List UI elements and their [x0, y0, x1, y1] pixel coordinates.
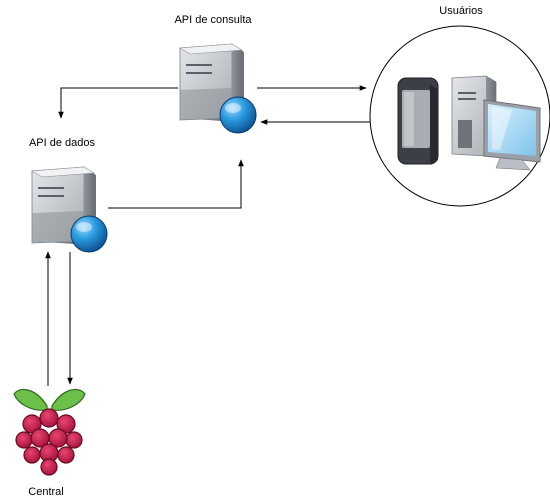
- raspberry-pi-icon: [13, 388, 86, 476]
- edges: [45, 85, 370, 386]
- node-central: Central: [13, 388, 86, 498]
- node-api-consulta: API de consulta: [174, 14, 257, 134]
- edge-consulta-to-dados: [58, 87, 178, 119]
- node-usuarios: Usuários: [369, 5, 550, 207]
- web-server-icon: [179, 43, 257, 134]
- api-consulta-label: API de consulta: [174, 14, 252, 26]
- central-label: Central: [28, 486, 63, 498]
- node-api-dados: API de dados: [29, 137, 108, 253]
- smartphone-icon: [397, 77, 439, 165]
- web-server-icon: [31, 166, 108, 253]
- usuarios-label: Usuários: [439, 5, 483, 17]
- desktop-computer-icon: [451, 75, 541, 171]
- edge-dados-to-consulta: [108, 159, 244, 209]
- api-dados-label: API de dados: [29, 137, 96, 149]
